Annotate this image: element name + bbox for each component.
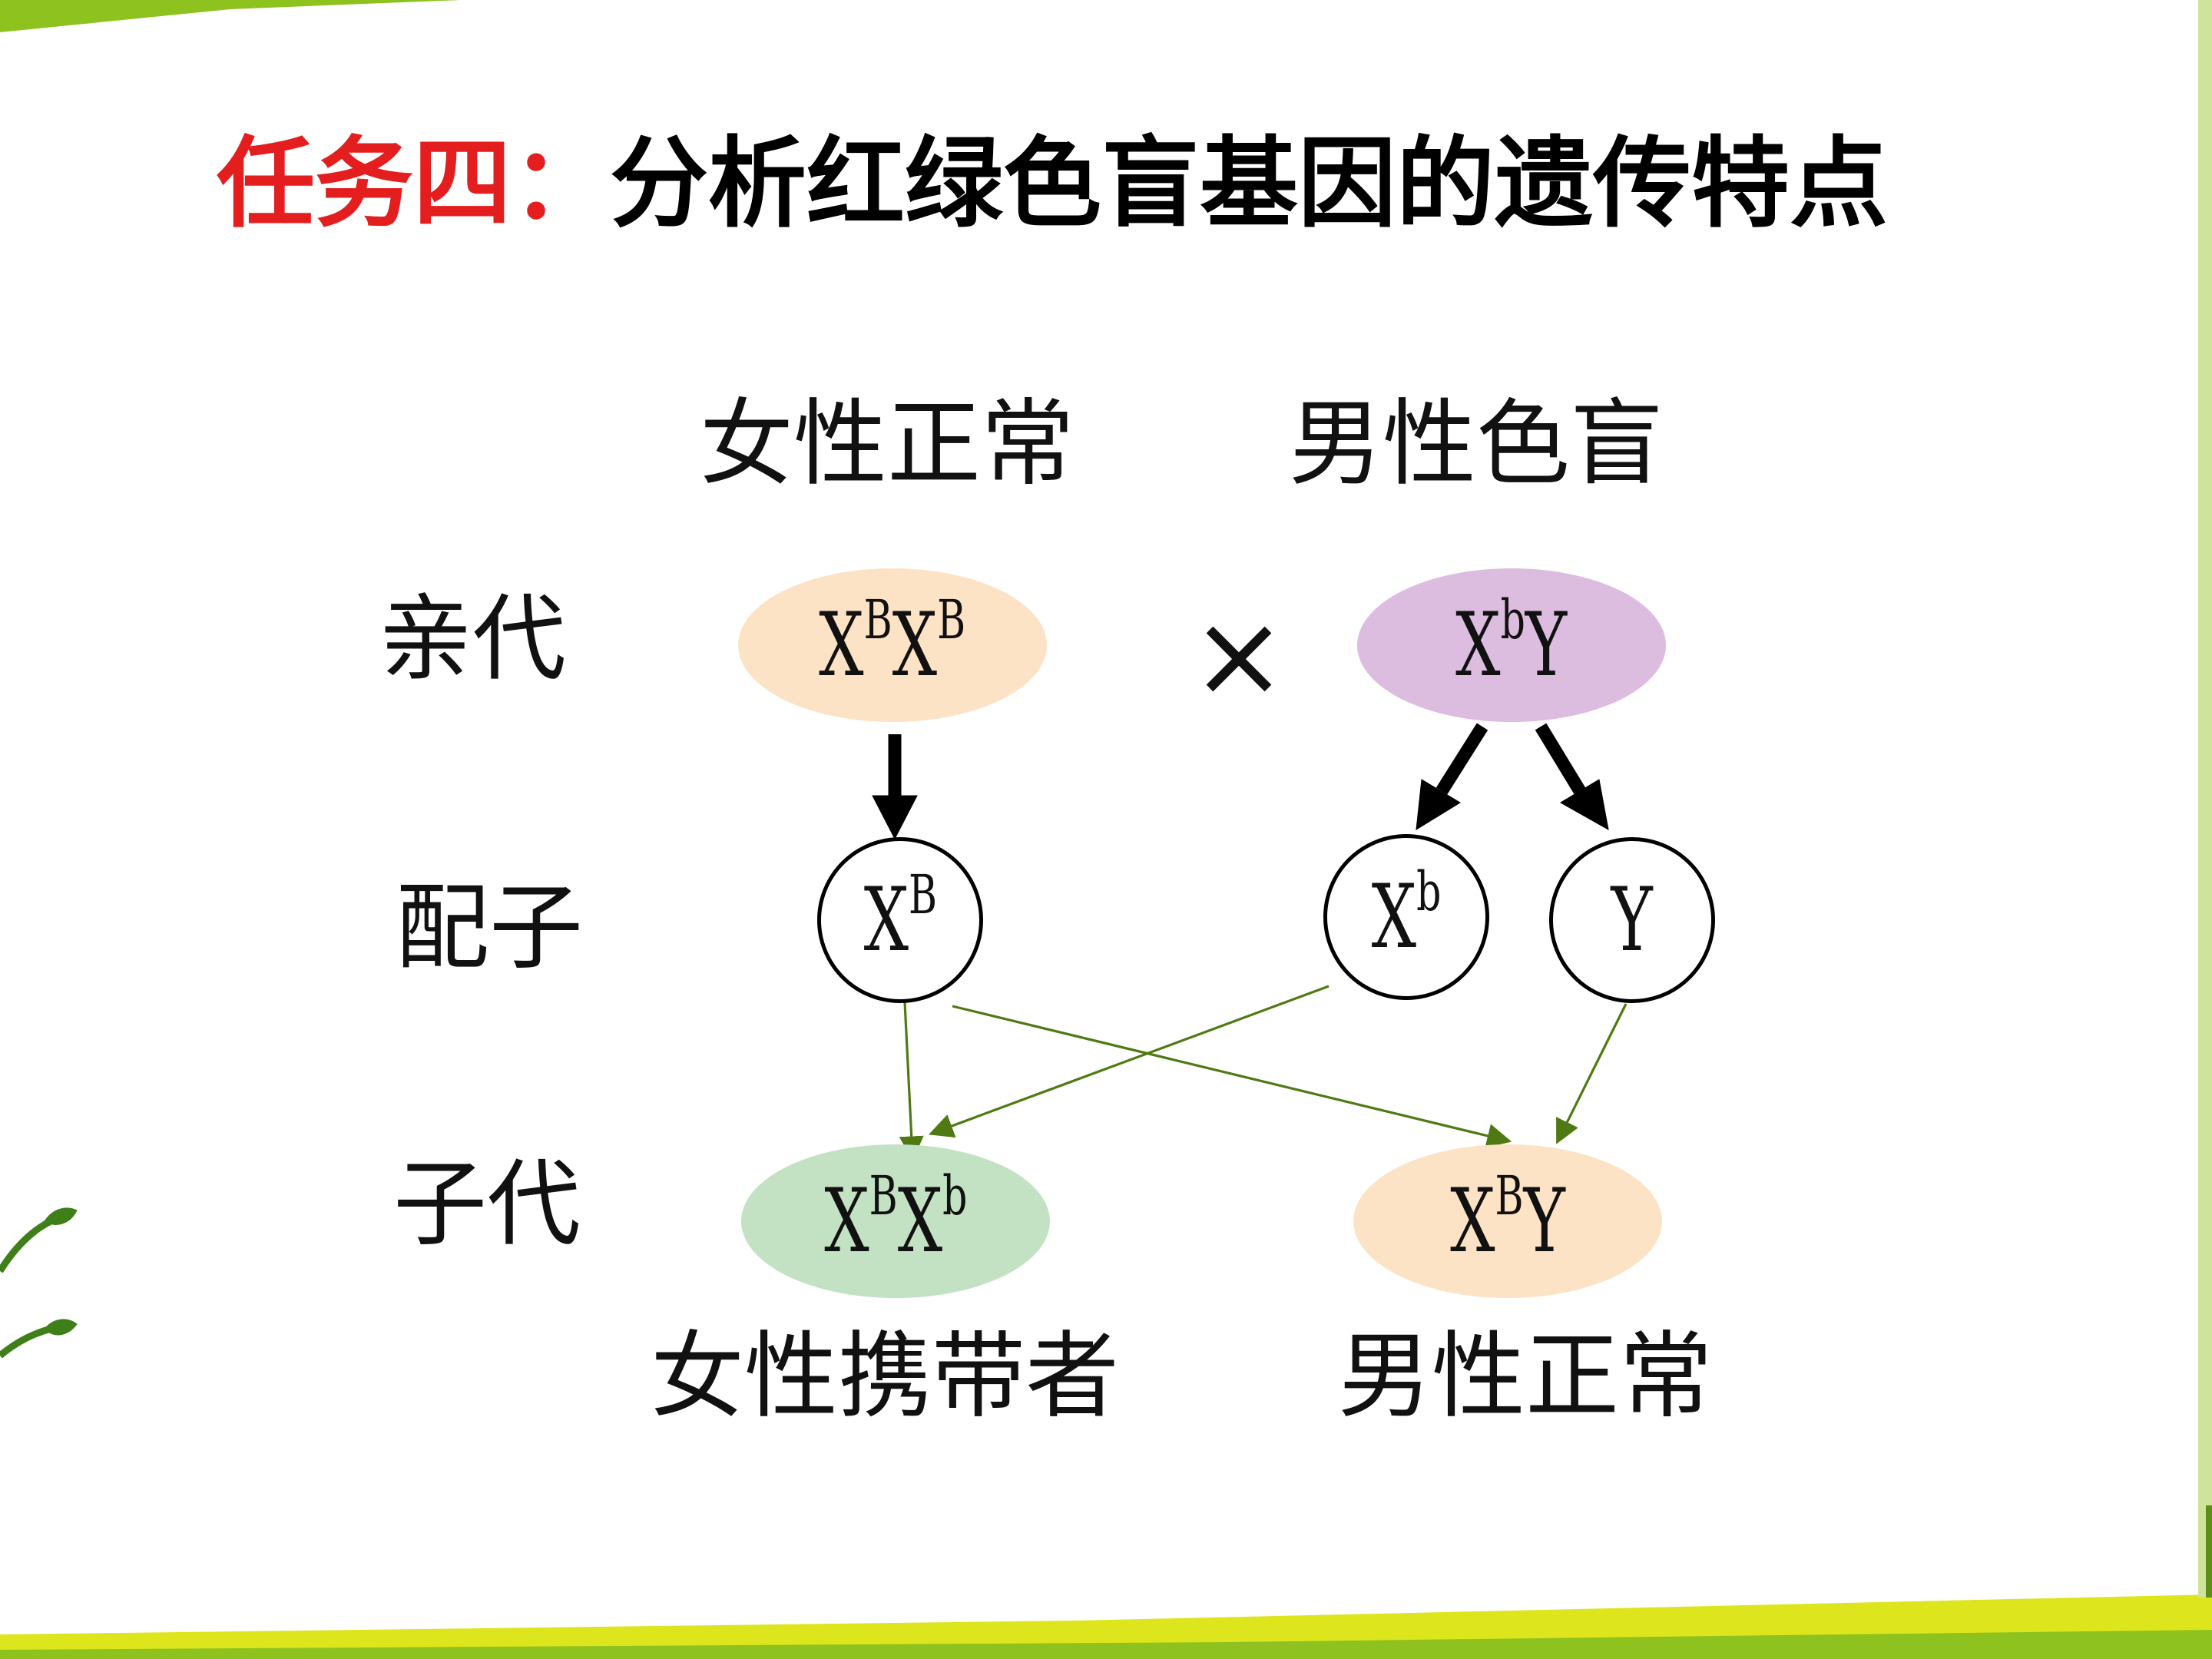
arrow-male-parent-to-gamete-x xyxy=(1416,723,1488,830)
genotype-male-parent: XbY xyxy=(1357,568,1666,722)
genotype-daughter: XBXb xyxy=(741,1144,1050,1298)
top-left-green-swoosh xyxy=(0,0,461,32)
phenotype-female-parent: 女性正常 xyxy=(700,389,1075,498)
title-text: 分析红绿色盲基因的遗传特点 xyxy=(610,127,1889,241)
right-edge-green-strip xyxy=(2198,0,2212,1598)
gamete-to-offspring-arrows xyxy=(899,985,1628,1161)
row-label-offspring: 子代 xyxy=(393,1150,581,1259)
right-edge-dark-strip xyxy=(2206,1505,2212,1598)
arrow-xB-to-daughter xyxy=(899,986,924,1161)
genotype-female-parent: XBXB xyxy=(738,568,1047,722)
page-title: 任务四：分析红绿色盲基因的遗传特点 xyxy=(217,115,1888,253)
bottom-green-band xyxy=(0,1630,2212,1659)
gamete-male-xb: Xb xyxy=(1323,834,1489,1000)
arrow-female-parent-to-gamete xyxy=(872,734,918,840)
arrow-xB-to-son xyxy=(952,1005,1512,1148)
parent-to-gamete-arrows xyxy=(872,723,1609,840)
arrow-y-to-son xyxy=(1556,1003,1628,1144)
phenotype-daughter: 女性携带者 xyxy=(651,1322,1119,1431)
gamete-male-y: Y xyxy=(1549,837,1715,1003)
row-label-parents: 亲代 xyxy=(379,584,566,694)
gamete-female-xB: XB xyxy=(817,837,983,1003)
leaf-sprout-icon xyxy=(0,1207,78,1359)
phenotype-male-parent: 男性色盲 xyxy=(1289,389,1664,498)
title-task-label: 任务四： xyxy=(217,127,611,241)
row-label-gametes: 配子 xyxy=(396,873,583,982)
genotype-son: XBY xyxy=(1353,1144,1662,1298)
arrow-male-parent-to-gamete-y xyxy=(1535,723,1609,830)
arrow-xb-to-daughter xyxy=(928,985,1330,1138)
phenotype-son: 男性正常 xyxy=(1338,1322,1713,1431)
cross-symbol: × xyxy=(1190,589,1287,723)
